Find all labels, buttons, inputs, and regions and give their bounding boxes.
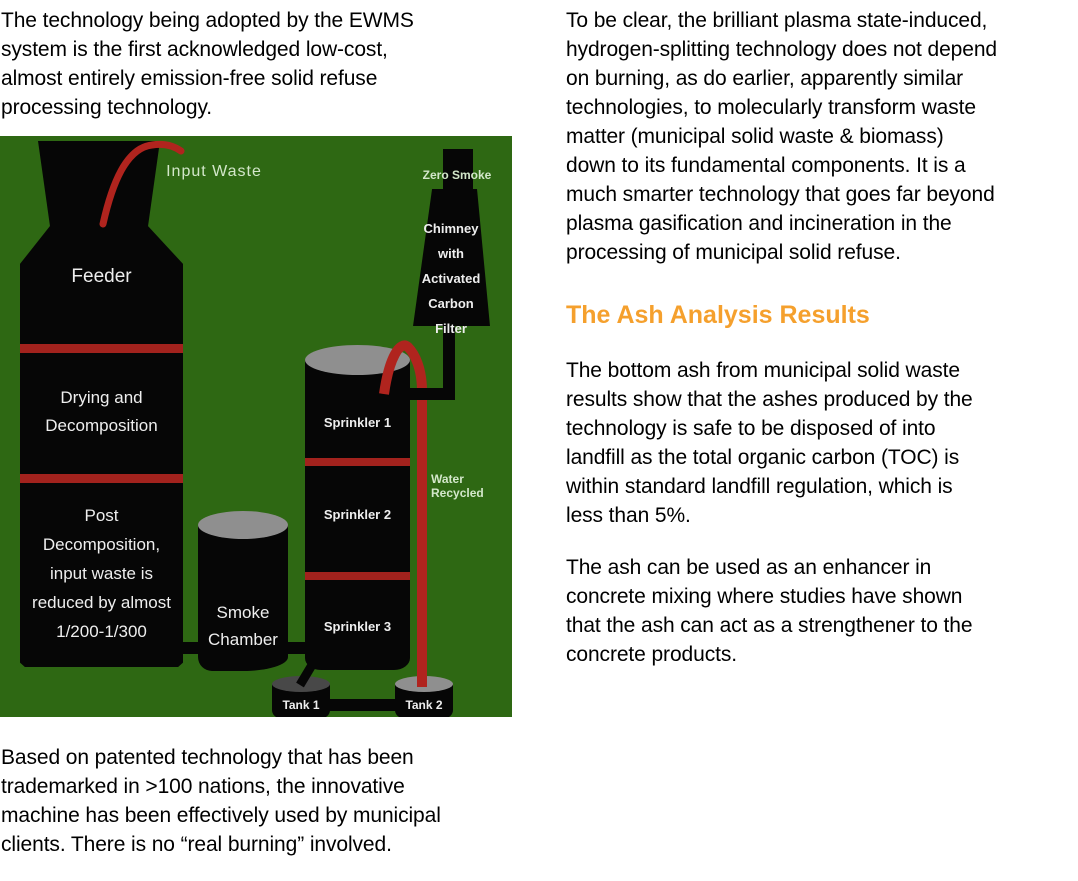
chimney-duct-vertical-over (443, 326, 455, 400)
feeder-to-smoke-duct (181, 642, 202, 654)
drying-decomposition-label: Drying and Decomposition (45, 388, 158, 435)
ash-analysis-heading: The Ash Analysis Results (566, 301, 870, 329)
sprinkler-divider-band-2 (305, 572, 410, 580)
chimney-top (443, 149, 473, 191)
smoke-chamber-cap (198, 511, 288, 539)
tank1-to-tank2-pipe (328, 699, 399, 711)
sprinkler-divider-band-1 (305, 458, 410, 466)
zero-smoke-label: Zero Smoke (422, 168, 492, 182)
pipes-overlay (99, 140, 427, 688)
input-waste-label: Input Waste (166, 163, 262, 180)
sprinkler3-label: Sprinkler 3 (323, 619, 392, 634)
smoke-chamber-body (198, 525, 288, 671)
intro-paragraph: The technology being adopted by the EWMS… (1, 9, 414, 119)
bottom-ash-paragraph: The bottom ash from municipal solid wast… (566, 359, 973, 527)
water-recycled-label: Water Recycled (431, 472, 484, 500)
input-waste-pipe (99, 140, 185, 228)
sprinkler-to-tank1-pipe (296, 644, 320, 688)
tank2-label: Tank 2 (405, 698, 443, 712)
tank1-label: Tank 1 (282, 698, 320, 712)
chimney-duct-horizontal-over (406, 388, 455, 400)
feeder-divider-band-1 (20, 344, 183, 353)
smoke-chamber-cylinder: Smoke Chamber (198, 511, 288, 671)
input-hopper-shape (38, 141, 160, 226)
post-decomposition-label: Post Decomposition, input waste is reduc… (32, 506, 171, 641)
water-recycle-pipe (379, 340, 427, 687)
feeder-label: Feeder (71, 266, 132, 287)
smoke-to-sprinkler-duct (286, 642, 307, 654)
waste-process-diagram: Smoke Chamber Sprinkler 1 Sprinkler 2 Sp… (0, 136, 512, 717)
tank2-cylinder: Tank 2 (395, 676, 453, 717)
chimney-label: Chimney with Activated Carbon Filter (421, 221, 481, 336)
sprinkler1-label: Sprinkler 1 (323, 415, 392, 430)
sprinkler-tower: Sprinkler 1 Sprinkler 2 Sprinkler 3 (305, 345, 410, 670)
feeder-vessel (20, 226, 183, 667)
smoke-chamber-label: Smoke Chamber (208, 603, 278, 649)
ash-enhancer-paragraph: The ash can be used as an enhancer in co… (566, 556, 973, 666)
closing-paragraph: Based on patented technology that has be… (1, 746, 441, 856)
plasma-paragraph: To be clear, the brilliant plasma state-… (566, 9, 997, 264)
sprinkler-tower-body (305, 360, 410, 670)
feeder-divider-band-2 (20, 474, 183, 483)
sprinkler2-label: Sprinkler 2 (323, 507, 392, 522)
